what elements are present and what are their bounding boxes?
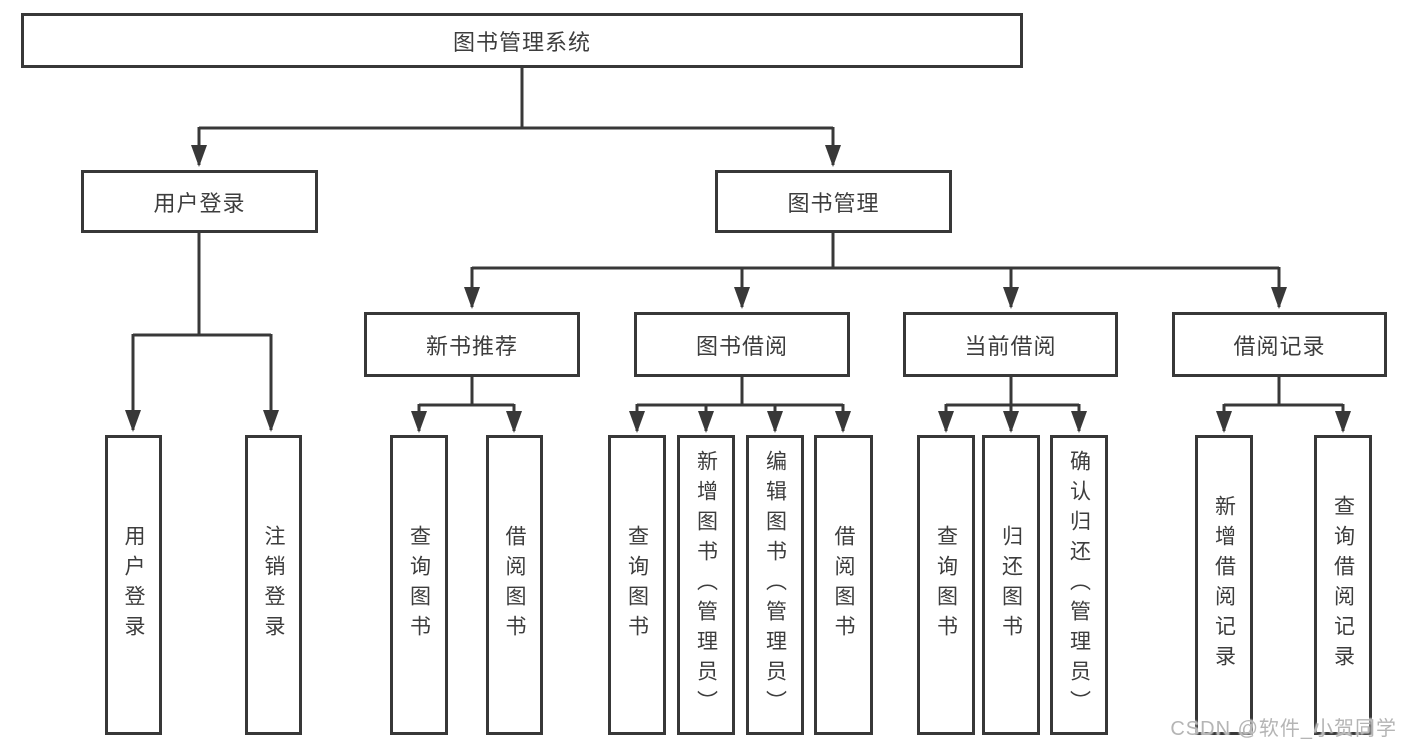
leaf-return-book: 归还图书 bbox=[982, 435, 1040, 735]
connector-current-borrow-split bbox=[946, 377, 1079, 407]
leaf-query-borrow-record: 查询借阅记录 bbox=[1314, 435, 1372, 735]
node-borrow-records: 借阅记录 bbox=[1172, 312, 1387, 377]
leaf-query-book-1: 查询图书 bbox=[390, 435, 448, 735]
leaf-confirm-return-admin: 确认归还（管理员） bbox=[1050, 435, 1108, 735]
node-label: 借阅图书 bbox=[503, 525, 526, 645]
node-label: 借阅记录 bbox=[1233, 333, 1326, 359]
node-label: 查询图书 bbox=[407, 525, 431, 645]
node-label: 新书推荐 bbox=[425, 333, 518, 359]
node-root-system: 图书管理系统 bbox=[21, 13, 1023, 68]
node-label: 新增图书（管理员） bbox=[694, 450, 718, 720]
leaf-borrow-book-2: 借阅图书 bbox=[814, 435, 873, 735]
connector-new-book-split bbox=[419, 377, 514, 407]
node-book-borrow: 图书借阅 bbox=[634, 312, 850, 377]
node-label: 用户登录 bbox=[153, 190, 246, 216]
node-label: 用户登录 bbox=[122, 525, 145, 645]
node-label: 当前借阅 bbox=[964, 333, 1057, 359]
connector-book-management-split bbox=[472, 233, 1279, 270]
node-label: 注销登录 bbox=[262, 525, 285, 645]
node-label: 归还图书 bbox=[999, 525, 1023, 645]
leaf-borrow-book-1: 借阅图书 bbox=[486, 435, 543, 735]
leaf-user-login: 用户登录 bbox=[105, 435, 162, 735]
node-label: 查询图书 bbox=[934, 525, 958, 645]
node-label: 查询图书 bbox=[625, 525, 649, 645]
node-label: 图书借阅 bbox=[695, 333, 788, 359]
connector-borrow-records-split bbox=[1224, 377, 1343, 407]
connector-book-borrow-split bbox=[637, 377, 843, 407]
node-book-management: 图书管理 bbox=[715, 170, 952, 233]
node-label: 编辑图书（管理员） bbox=[763, 450, 787, 720]
watermark-text: CSDN @软件_小贺同学 bbox=[1170, 718, 1397, 740]
node-label: 查询借阅记录 bbox=[1331, 495, 1355, 675]
node-current-borrow: 当前借阅 bbox=[903, 312, 1118, 377]
connector-user-login-split bbox=[133, 233, 271, 337]
node-label: 新增借阅记录 bbox=[1212, 495, 1236, 675]
node-user-login: 用户登录 bbox=[81, 170, 318, 233]
leaf-logout: 注销登录 bbox=[245, 435, 302, 735]
node-label: 图书管理系统 bbox=[452, 29, 591, 55]
node-label: 图书管理 bbox=[787, 190, 880, 216]
leaf-query-book-2: 查询图书 bbox=[608, 435, 666, 735]
leaf-edit-book-admin: 编辑图书（管理员） bbox=[746, 435, 804, 735]
leaf-add-borrow-record: 新增借阅记录 bbox=[1195, 435, 1253, 735]
connector-root-split bbox=[199, 68, 833, 130]
leaf-add-book-admin: 新增图书（管理员） bbox=[677, 435, 735, 735]
leaf-query-book-3: 查询图书 bbox=[917, 435, 975, 735]
node-label: 确认归还（管理员） bbox=[1067, 450, 1091, 720]
node-new-book-recommend: 新书推荐 bbox=[364, 312, 580, 377]
node-label: 借阅图书 bbox=[832, 525, 855, 645]
